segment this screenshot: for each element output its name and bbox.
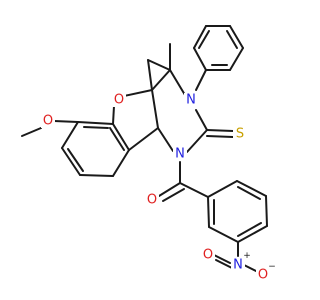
atom-o-nitro-2-label: O xyxy=(258,268,268,283)
bond xyxy=(243,264,259,273)
atom-label-layer: O O N N S O N + O xyxy=(41,93,276,283)
bond xyxy=(109,127,125,151)
atom-o-nitro-1-label: O xyxy=(203,248,213,263)
bond xyxy=(208,226,239,243)
atom-o-nitro-2: O − xyxy=(256,262,276,283)
bond xyxy=(237,222,262,237)
bond xyxy=(237,186,261,200)
bond xyxy=(83,126,109,129)
atom-o-methoxy-label: O xyxy=(43,114,53,129)
atom-n-phenyl: N xyxy=(184,93,198,108)
molecule-structure: O O N N S O N + O xyxy=(21,25,276,283)
bond xyxy=(162,188,185,202)
bond xyxy=(77,121,114,125)
bond xyxy=(79,174,114,177)
bond xyxy=(193,47,207,71)
bond xyxy=(151,89,159,129)
bond xyxy=(157,127,174,152)
atom-o-carbonyl: O xyxy=(145,193,159,208)
atom-n-phenyl-label: N xyxy=(186,93,196,108)
atom-o-methoxy: O xyxy=(41,114,55,129)
bond xyxy=(61,121,79,149)
bond xyxy=(265,195,268,227)
bond xyxy=(206,135,234,138)
bond xyxy=(147,59,153,91)
bond xyxy=(236,180,267,197)
bond xyxy=(229,47,244,71)
atom-o-nitro-1: O xyxy=(201,248,215,263)
molecule-structure-canvas: O O N N S O N + O xyxy=(21,25,276,283)
atom-n-nitro-charge: + xyxy=(243,251,251,261)
bond xyxy=(179,182,209,198)
bond xyxy=(207,196,210,228)
bond xyxy=(206,129,234,132)
atom-n-nitro-label: N xyxy=(233,258,243,273)
atom-n-acyl: N xyxy=(173,147,187,162)
bond xyxy=(147,59,171,71)
bond xyxy=(151,69,171,91)
bond xyxy=(195,69,207,91)
bond xyxy=(229,25,244,49)
bond xyxy=(21,127,42,137)
bond xyxy=(207,180,238,198)
atom-o-nitro-2-charge: − xyxy=(268,262,276,272)
bond xyxy=(128,127,159,151)
bond-layer xyxy=(21,25,268,273)
atom-o-ether: O xyxy=(112,93,126,108)
atom-o-carbonyl-label: O xyxy=(147,193,157,208)
bond xyxy=(112,123,130,151)
bond xyxy=(198,30,210,49)
bond xyxy=(123,89,153,97)
atom-o-ether-label: O xyxy=(114,93,124,108)
bond xyxy=(215,259,233,269)
bond xyxy=(158,182,181,197)
bond xyxy=(195,109,208,131)
bond xyxy=(67,148,84,172)
bond xyxy=(53,120,79,123)
bond xyxy=(237,225,268,243)
atom-n-acyl-label: N xyxy=(175,147,185,162)
bond xyxy=(193,25,207,49)
bond xyxy=(213,254,231,264)
atom-n-nitro: N + xyxy=(231,251,251,273)
bond xyxy=(226,30,238,49)
bond xyxy=(112,105,115,125)
bond xyxy=(112,149,130,177)
atom-s-thione-label: S xyxy=(236,127,244,142)
atom-s-thione: S xyxy=(233,127,247,142)
bond xyxy=(186,129,208,153)
bond xyxy=(61,147,81,176)
